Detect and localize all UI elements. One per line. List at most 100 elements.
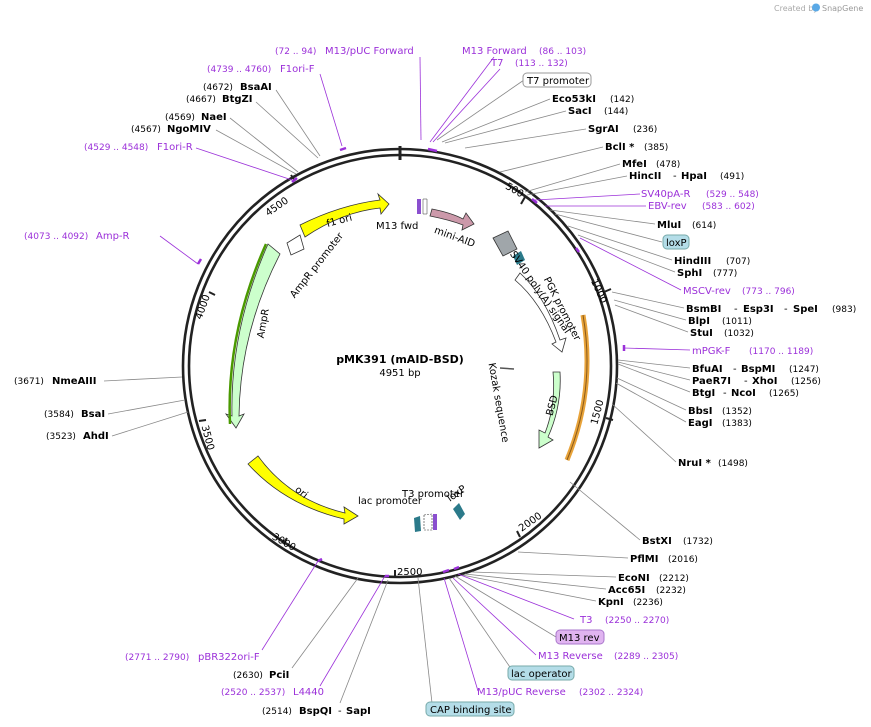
plasmid-name: pMK391 (mAID-BSD)	[336, 353, 464, 366]
f1ori-r-label[interactable]: F1ori-R	[157, 142, 193, 153]
kpni-label[interactable]: KpnI	[598, 597, 624, 608]
sgrai-label[interactable]: SgrAI	[588, 124, 619, 135]
leader-btgzi	[255, 101, 319, 159]
t3-label[interactable]: T3	[579, 615, 592, 626]
eagi-label[interactable]: EagI	[688, 418, 712, 429]
leader-ngomiv	[215, 129, 297, 175]
sphi-label[interactable]: SphI	[677, 268, 702, 279]
leader-bspqi	[339, 579, 389, 704]
loxp-box[interactable]	[662, 234, 690, 250]
t7-promoter-box[interactable]	[522, 72, 592, 88]
f1-ori-feature[interactable]	[299, 192, 390, 238]
leader-eco53ki	[441, 98, 551, 143]
bsai-label[interactable]: BsaI	[81, 409, 105, 420]
leader-hindiii	[567, 225, 673, 261]
leader-sv40pa-r	[534, 193, 641, 201]
mpgk-f-label[interactable]: mPGK-F	[692, 346, 731, 357]
eco53ki-label[interactable]: Eco53kI	[552, 94, 596, 105]
ebv-rev-label[interactable]: EBV-rev	[648, 201, 687, 212]
t3-mark	[442, 568, 450, 574]
hincii-label[interactable]: HincII	[629, 171, 661, 182]
stui-label[interactable]: StuI	[690, 328, 713, 339]
pflmi-label[interactable]: PflMI	[630, 554, 658, 565]
sv40-feature[interactable]	[492, 230, 518, 257]
m13puc-fwd-label[interactable]: M13/pUC Forward	[325, 46, 414, 57]
blpi-label[interactable]: BlpI	[688, 316, 710, 327]
f1ori-r-pos: (4529 .. 4548)	[84, 143, 148, 153]
amp-r-label[interactable]: Amp-R	[96, 231, 130, 242]
hindiii-label[interactable]: HindIII	[674, 256, 711, 267]
m13puc-reverse-label[interactable]: M13/pUC Reverse	[477, 687, 566, 698]
l4440-pos: (2520 .. 2537)	[221, 688, 285, 698]
naei-label[interactable]: NaeI	[201, 112, 227, 123]
mpgk-f-pos: (1170 .. 1189)	[749, 347, 813, 357]
leader-mfei	[524, 163, 621, 193]
bfuai-label[interactable]: BfuAI	[692, 364, 723, 375]
btgi-label[interactable]: BtgI	[692, 388, 715, 399]
btgzi-label[interactable]: BtgZI	[222, 94, 253, 105]
lac-operator-box[interactable]	[507, 665, 575, 681]
ori-feature[interactable]	[247, 455, 359, 525]
econi-label[interactable]: EcoNI	[618, 573, 650, 584]
mlui-label[interactable]: MluI	[657, 220, 681, 231]
ahdi-label[interactable]: AhdI	[83, 431, 109, 442]
loxp-feature-bottom[interactable]	[453, 503, 465, 520]
bsmbi-label[interactable]: BsmBI	[686, 304, 721, 315]
nmeaiii-label[interactable]: NmeAIII	[52, 376, 96, 387]
pbr322ori-f-label[interactable]: pBR322ori-F	[198, 652, 260, 663]
m13-reverse-label[interactable]: M13 Reverse	[538, 651, 603, 662]
m13-fwd-feature[interactable]	[417, 199, 421, 214]
t7-promoter-feature[interactable]	[422, 198, 428, 215]
l4440-label[interactable]: L4440	[293, 687, 324, 698]
sv40pa-r-mark	[531, 198, 538, 204]
loxp-feature-top[interactable]	[513, 251, 525, 265]
leader-bsai	[107, 399, 186, 415]
t7-label[interactable]: T7	[490, 58, 503, 69]
bbsi-pos: (1352)	[722, 407, 752, 417]
sapi-label[interactable]: SapI	[346, 706, 371, 717]
cap-binding-feature[interactable]	[414, 516, 421, 532]
xhoi-label[interactable]: XhoI	[752, 376, 777, 387]
pgk-promoter-feature[interactable]	[514, 272, 567, 353]
tick-3500	[198, 419, 207, 422]
esp3i-label[interactable]: Esp3I	[743, 304, 774, 315]
tick-label-2500: 2500	[397, 567, 422, 578]
bbsi-label[interactable]: BbsI	[688, 406, 712, 417]
nrui-label[interactable]: NruI *	[678, 458, 712, 469]
bspqi-label[interactable]: BspQI	[299, 706, 332, 717]
m13-rev-feature[interactable]	[433, 514, 437, 530]
pcii-label[interactable]: PciI	[269, 670, 289, 681]
leader-sphi	[577, 234, 676, 273]
bcli-label[interactable]: BclI *	[605, 142, 635, 153]
ngomiv-label[interactable]: NgoMIV	[167, 124, 211, 135]
hpai-label[interactable]: HpaI	[681, 171, 707, 182]
ampr-promoter-feature[interactable]	[286, 234, 305, 256]
paer7i-label[interactable]: PaeR7I	[692, 376, 731, 387]
mini-aid-feature[interactable]	[429, 208, 475, 231]
spei-label[interactable]: SpeI	[793, 304, 818, 315]
bspmi-label[interactable]: BspMI	[741, 364, 775, 375]
tick-label-4500: 4500	[264, 195, 291, 219]
sv40pa-r-label[interactable]: SV40pA-R	[641, 189, 690, 200]
mpgk-primer-line	[566, 314, 588, 461]
ncoi-label[interactable]: NcoI	[731, 388, 756, 399]
cap-binding-box[interactable]	[425, 701, 515, 717]
mfei-label[interactable]: MfeI	[622, 159, 647, 170]
leader-bfuai	[617, 359, 691, 369]
m13-forward-label[interactable]: M13 Forward	[462, 46, 527, 57]
acc65i-label[interactable]: Acc65I	[608, 585, 645, 596]
saci-label[interactable]: SacI	[568, 106, 592, 117]
ampr-feature[interactable]	[224, 243, 281, 429]
bcli-pos: (385)	[644, 143, 668, 153]
f1ori-f-label[interactable]: F1ori-F	[280, 64, 315, 75]
m13-rev-box[interactable]	[555, 629, 605, 645]
bsd-feature[interactable]	[538, 371, 561, 449]
lac-operator-feature[interactable]	[423, 513, 433, 531]
mfei-pos: (478)	[656, 160, 680, 170]
bstxi-label[interactable]: BstXI	[642, 536, 672, 547]
loxp-right-label: loxP	[666, 238, 687, 249]
saci-pos: (144)	[604, 107, 628, 117]
mscv-rev-label[interactable]: MSCV-rev	[683, 286, 731, 297]
bsaai-label[interactable]: BsaAI	[240, 82, 272, 93]
